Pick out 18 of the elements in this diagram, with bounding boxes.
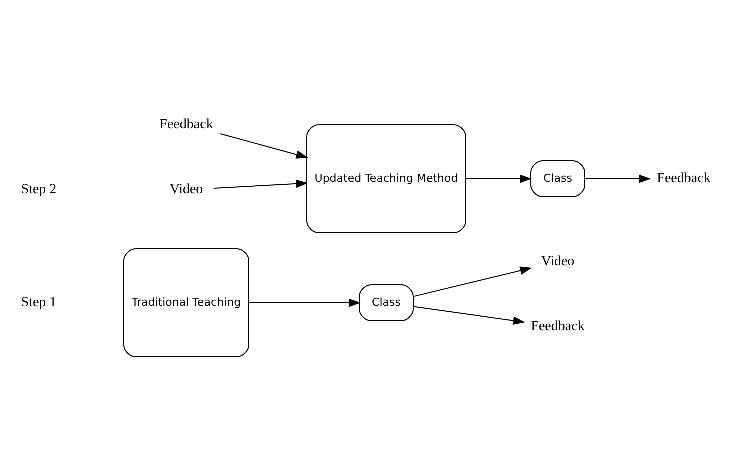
node-box: Traditional Teaching <box>124 248 250 357</box>
node-text: Feedback <box>160 117 214 132</box>
arrow <box>248 298 361 307</box>
node-box: Class <box>530 160 586 197</box>
arrow <box>213 179 308 189</box>
node-text: Video <box>170 182 204 198</box>
label: Step 2 <box>21 182 57 198</box>
node-box: Updated Teaching Method <box>306 124 466 233</box>
node-text: Feedback <box>657 171 711 186</box>
arrow <box>413 266 532 297</box>
node-box: Class <box>359 284 414 321</box>
label: Step 1 <box>21 295 57 310</box>
arrow <box>466 174 532 183</box>
arrow <box>413 306 526 324</box>
node-text: Video <box>541 254 575 270</box>
node-text: Feedback <box>531 319 585 334</box>
arrow <box>584 174 652 183</box>
arrow <box>220 133 308 158</box>
